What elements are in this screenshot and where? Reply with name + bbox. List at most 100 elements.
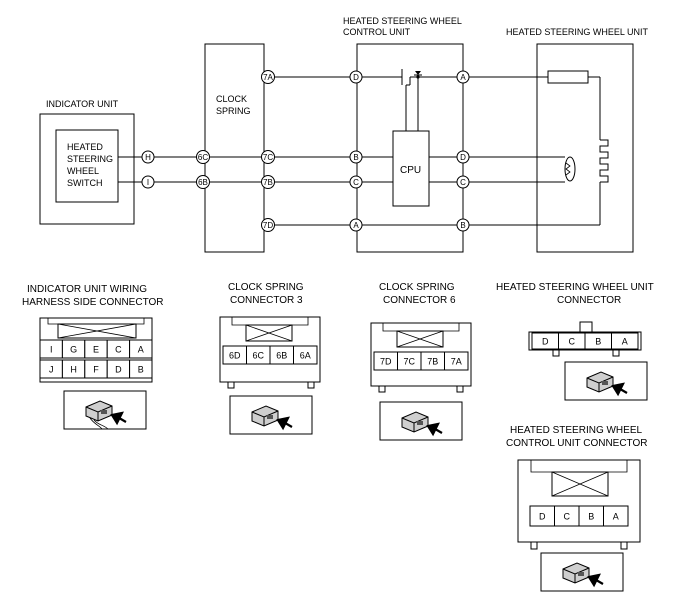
- terminal-cu-c: [349, 175, 363, 189]
- control-unit-label-1: HEATED STEERING WHEEL: [343, 16, 462, 26]
- indicator-row2-pin-label: D: [115, 365, 122, 375]
- svg-text:D: D: [460, 153, 466, 162]
- indicator-row1-pin-cell: [129, 339, 153, 359]
- svg-text:7C: 7C: [263, 153, 273, 162]
- clock3-title-1: CLOCK SPRING: [228, 282, 304, 293]
- svg-text:A: A: [353, 221, 359, 230]
- control-pin-label: D: [539, 512, 546, 522]
- indicator-row2-pin-cell: [129, 359, 153, 379]
- svg-text:B: B: [353, 153, 358, 162]
- clock6-title-1: CLOCK SPRING: [379, 282, 455, 293]
- terminals: H I 6C 6B 7A 7C 7B 7D D B C A A D C B: [141, 70, 470, 232]
- terminal-7c: [261, 150, 275, 164]
- terminal-out-d: [456, 150, 470, 164]
- clock-spring-label-1: CLOCK: [216, 94, 247, 104]
- control-pin-label: C: [564, 512, 571, 522]
- wires: [118, 69, 609, 226]
- wheel-unit-connector: HEATED STEERING WHEEL UNIT CONNECTOR D C B…: [496, 282, 654, 357]
- clock6-title-2: CONNECTOR 6: [383, 295, 456, 306]
- terminal-cu-a: [349, 218, 363, 232]
- terminal-6c: [196, 150, 210, 164]
- clock6-pin-label: 7A: [451, 357, 462, 367]
- terminal-i: [141, 175, 155, 189]
- connector-view-icon: [540, 552, 624, 592]
- control-connector-title-2: CONTROL UNIT CONNECTOR: [506, 438, 648, 449]
- terminal-cu-d: [349, 70, 363, 84]
- control-unit-connector: HEATED STEERING WHEEL CONTROL UNIT CONNE…: [506, 425, 648, 550]
- clock3-title-2: CONNECTOR 3: [230, 295, 303, 306]
- indicator-row1-pin-label: I: [50, 345, 53, 355]
- wheel-pin-label: D: [542, 337, 549, 347]
- terminal-out-b: [456, 218, 470, 232]
- clock6-pin-label: 7B: [427, 357, 438, 367]
- switch-label-4: SWITCH: [67, 178, 103, 188]
- terminal-7a: [261, 70, 275, 84]
- clock3-pin-label: 6D: [229, 351, 241, 361]
- control-unit-label-2: CONTROL UNIT: [343, 27, 411, 37]
- clock-spring-connector-3: CLOCK SPRING CONNECTOR 3 6D 6C 6B 6A: [219, 282, 321, 389]
- wheel-connector-title-1: HEATED STEERING WHEEL UNIT: [496, 282, 654, 293]
- svg-text:I: I: [147, 178, 149, 187]
- indicator-row2-pin-label: H: [70, 365, 77, 375]
- cpu-label: CPU: [400, 165, 421, 176]
- terminal-6b: [196, 175, 210, 189]
- indicator-row1-pin-label: G: [70, 345, 77, 355]
- indicator-row2-pin-label: B: [138, 365, 144, 375]
- clock-spring-connector-6: CLOCK SPRING CONNECTOR 6 7D 7C 7B 7A: [370, 282, 472, 393]
- indicator-connector: INDICATOR UNIT WIRING HARNESS SIDE CONNE…: [22, 284, 164, 383]
- clock6-pin-label: 7C: [403, 357, 415, 367]
- svg-text:7D: 7D: [263, 221, 273, 230]
- wheel-connector-title-2: CONNECTOR: [557, 295, 621, 306]
- connector-view-icon: [229, 395, 313, 435]
- connector-view-icon: [379, 401, 463, 441]
- svg-text:D: D: [353, 73, 359, 82]
- svg-text:C: C: [353, 178, 359, 187]
- indicator-row1-pin-label: E: [93, 345, 99, 355]
- switch-label-2: STEERING: [67, 154, 113, 164]
- indicator-unit-label: INDICATOR UNIT: [46, 99, 119, 109]
- indicator-row2-pin-label: J: [49, 365, 54, 375]
- wheel-unit-label: HEATED STEERING WHEEL UNIT: [506, 27, 649, 37]
- clock-spring-box: [204, 43, 265, 253]
- svg-text:B: B: [460, 221, 465, 230]
- svg-text:6B: 6B: [198, 178, 208, 187]
- terminal-cu-b: [349, 150, 363, 164]
- terminal-7d: [261, 218, 275, 232]
- terminal-h: [141, 150, 155, 164]
- svg-text:7A: 7A: [263, 73, 273, 82]
- clock6-pin-label: 7D: [380, 357, 392, 367]
- cpu-box: [392, 130, 430, 207]
- clock3-pin-cell: [293, 345, 318, 365]
- terminal-7b: [261, 175, 275, 189]
- switch-label-3: WHEEL: [67, 166, 99, 176]
- clock3-pin-label: 6B: [276, 351, 287, 361]
- heated-steering-wheel-switch-box: [55, 129, 119, 203]
- wheel-pin-label: C: [569, 337, 576, 347]
- terminal-out-c: [456, 175, 470, 189]
- clock3-pin-label: 6A: [300, 351, 311, 361]
- wheel-pin-label: A: [622, 337, 628, 347]
- svg-text:C: C: [460, 178, 466, 187]
- svg-text:6C: 6C: [198, 153, 208, 162]
- switch-label-1: HEATED: [67, 142, 103, 152]
- control-pin-cell: [603, 505, 629, 527]
- connector-view-icon: [63, 390, 147, 430]
- connector-view-icon: [564, 361, 648, 401]
- indicator-connector-title-1: INDICATOR UNIT WIRING: [27, 284, 147, 295]
- control-pin-label: B: [588, 512, 594, 522]
- wheel-pin-cell: [611, 332, 639, 350]
- indicator-row1-pin-label: C: [115, 345, 122, 355]
- clock-spring-label-2: SPRING: [216, 106, 251, 116]
- indicator-row1-pin-label: A: [138, 345, 144, 355]
- svg-text:7B: 7B: [263, 178, 273, 187]
- wheel-pin-label: B: [595, 337, 601, 347]
- terminal-out-a: [456, 70, 470, 84]
- control-pin-label: A: [613, 512, 619, 522]
- svg-text:A: A: [460, 73, 466, 82]
- indicator-row2-pin-label: F: [93, 365, 99, 375]
- indicator-connector-title-2: HARNESS SIDE CONNECTOR: [22, 297, 164, 308]
- clock3-pin-label: 6C: [252, 351, 264, 361]
- svg-text:H: H: [145, 153, 151, 162]
